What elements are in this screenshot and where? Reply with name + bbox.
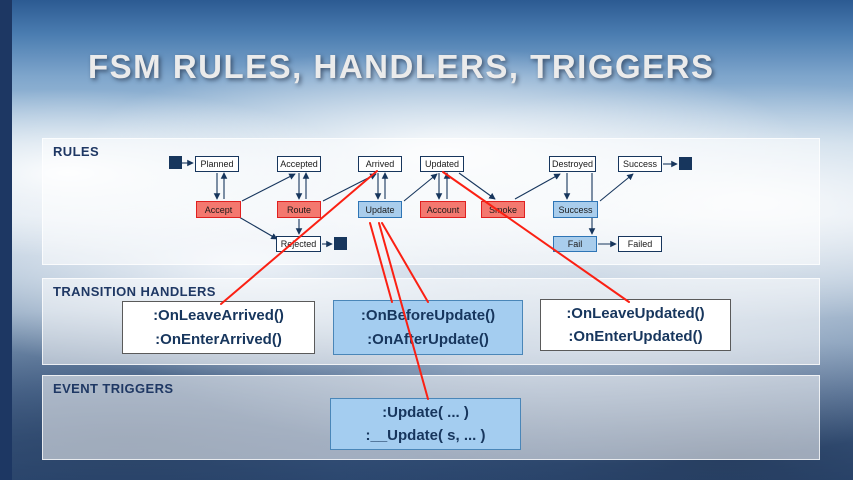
handler-update-line1: :OnBeforeUpdate() (360, 307, 496, 325)
state-failed: Failed (618, 236, 662, 252)
handler-update-line2: :OnAfterUpdate() (367, 330, 489, 348)
accent-bar (0, 0, 12, 480)
handler-arrived-line2: :OnEnterArrived() (155, 330, 282, 348)
rules-panel-label: RULES (53, 144, 100, 159)
trigger-update-line2: :__Update( s, ... ) (365, 427, 486, 444)
trigger-update-line1: :Update( ... ) (382, 403, 469, 421)
handler-arrived-line1: :OnLeaveArrived() (153, 307, 284, 325)
state-rejected: Rejected (276, 236, 321, 252)
arrow-accept-rejected (238, 216, 278, 240)
action-accept: Accept (196, 201, 241, 218)
slide-title: FSM RULES, HANDLERS, TRIGGERS (88, 48, 715, 85)
arrow-update-updated (403, 173, 438, 202)
transition-handlers-label: TRANSITION HANDLERS (53, 284, 216, 299)
action-update: Update (358, 201, 402, 218)
event-triggers-label: EVENT TRIGGERS (53, 381, 174, 396)
start-marker (169, 156, 182, 169)
action-account: Account (420, 201, 466, 218)
state-destroyed: Destroyed (549, 156, 596, 172)
arrow-smoke-destroyed (514, 173, 561, 200)
arrow-updated-smoke (458, 172, 496, 200)
state-updated: Updated (420, 156, 464, 172)
handler-box-update: :OnBeforeUpdate() :OnAfterUpdate() (333, 300, 523, 355)
arrow-route-arrived (322, 173, 377, 202)
action-smoke: Smoke (481, 201, 525, 218)
end-marker-top (679, 157, 692, 170)
state-planned: Planned (195, 156, 239, 172)
action-fail: Fail (553, 236, 597, 252)
state-accepted: Accepted (277, 156, 321, 172)
arrow-success-success (599, 173, 634, 202)
trigger-box-update: :Update( ... ) :__Update( s, ... ) (330, 398, 521, 450)
action-success-mid: Success (553, 201, 598, 218)
action-route: Route (277, 201, 321, 218)
arrow-accept-accepted (241, 173, 296, 202)
handler-updated-line2: :OnEnterUpdated() (568, 328, 703, 345)
handler-box-arrived: :OnLeaveArrived() :OnEnterArrived() (122, 301, 315, 354)
rules-panel: RULES (42, 138, 820, 265)
end-marker-rejected (334, 237, 347, 250)
state-success-top: Success (618, 156, 662, 172)
handler-box-updated: :OnLeaveUpdated() :OnEnterUpdated() (540, 299, 731, 351)
handler-updated-line1: :OnLeaveUpdated() (566, 304, 705, 322)
state-arrived: Arrived (358, 156, 402, 172)
